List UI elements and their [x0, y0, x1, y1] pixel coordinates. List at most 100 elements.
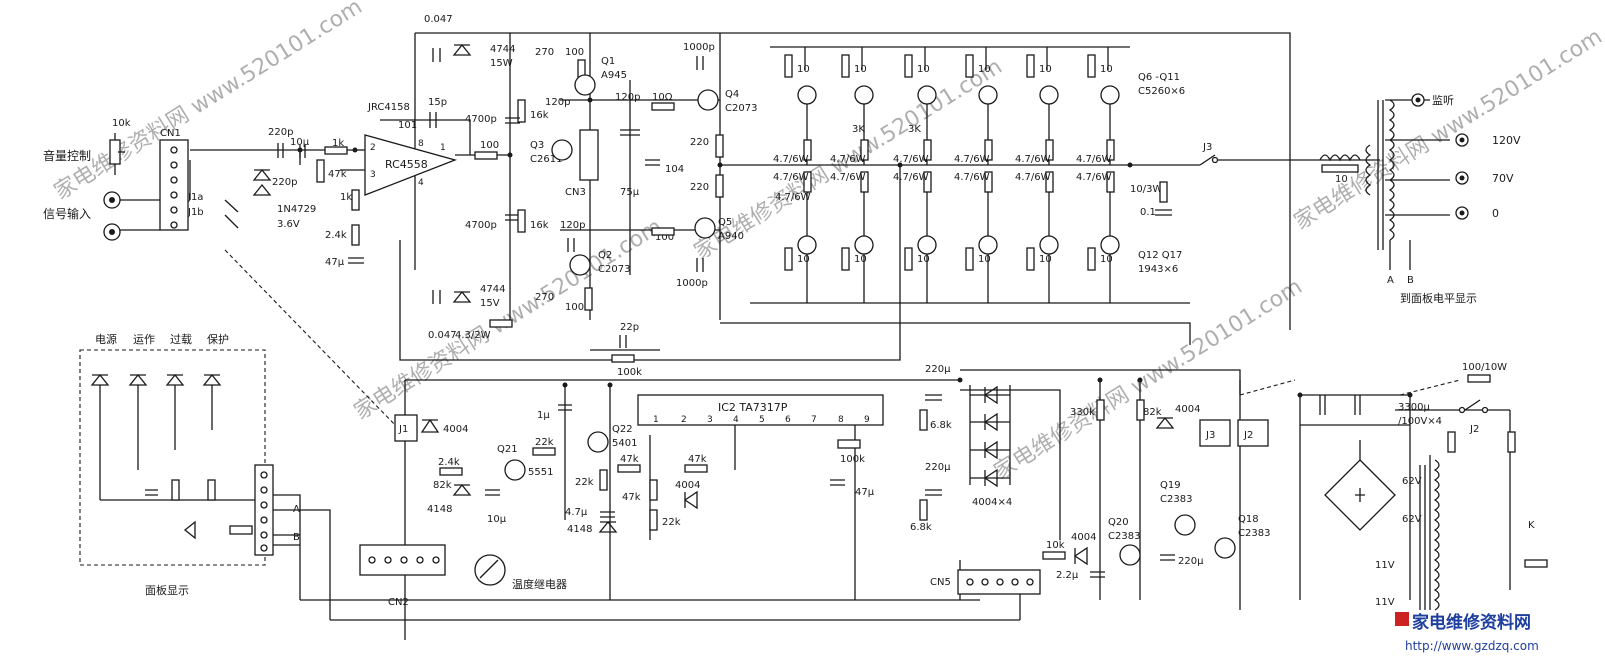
transistor-q19-icon — [1174, 514, 1196, 536]
label-ic2: IC2 TA7317P — [718, 401, 788, 414]
diode-4148-a-icon — [452, 483, 472, 496]
label-q22-type: 5401 — [612, 438, 637, 449]
panel-connector — [254, 464, 274, 556]
label-r270-bot: 270 — [535, 292, 554, 303]
label-j3-top: J3 — [1202, 142, 1212, 153]
label-c4700p-a: 4700p — [465, 114, 497, 125]
connector-cn1 — [159, 139, 189, 231]
brand-logo: 家电维修资料网 http://www.gzdzq.com — [1395, 612, 1539, 653]
label-r330k: 330k — [1070, 407, 1095, 418]
capacitor-47u-in-icon — [348, 257, 364, 264]
label-r47-6w-top: 4.7/6W — [893, 154, 929, 165]
label-op-amp: RC4558 — [385, 158, 428, 171]
zener-4744-top-icon — [452, 43, 472, 56]
label-r10-top: 10 — [978, 64, 991, 75]
label-c3300u: 3300μ — [1398, 402, 1430, 413]
label-r1k-a: 1k — [332, 138, 344, 149]
label-cn1: CN1 — [160, 128, 181, 139]
label-c5260: C5260×6 — [1138, 86, 1185, 97]
transistor-q1-icon — [574, 74, 596, 96]
label-r10-3w: 10/3W — [1130, 184, 1162, 195]
label-c120p-a: 120p — [545, 97, 570, 108]
label-r16k-b: 16k — [530, 220, 549, 231]
label-r47-6w-top: 4.7/6W — [830, 154, 866, 165]
label-120v: 120V — [1492, 134, 1521, 147]
label-r47-6w-top: 4.7/6W — [954, 154, 990, 165]
label-r22k-b: 22k — [575, 477, 594, 488]
label-d4148-a: 4148 — [427, 504, 452, 515]
zener-1n4729-icon — [252, 168, 272, 196]
capacitor-0047-top-icon — [432, 48, 441, 62]
label-r100-10w: 100/10W — [1462, 362, 1507, 373]
brand-name: 家电维修资料网 — [1412, 612, 1531, 633]
transistor-npn-icon — [917, 85, 937, 105]
capacitor-22p-icon — [619, 335, 627, 348]
resistor-220-b — [715, 174, 724, 198]
label-panel-display: 面板显示 — [145, 583, 189, 597]
label-c220p-in: 220p — [268, 127, 293, 138]
thermal-relay-icon — [474, 554, 506, 586]
label-c47u-in: 47μ — [325, 257, 345, 268]
label-q2-type: C2073 — [598, 264, 630, 275]
label-c0047-top: 0.047 — [424, 14, 453, 25]
label-c220u-c: 220μ — [1178, 556, 1204, 567]
relay-j2-contact-icon — [1464, 399, 1481, 411]
label-a: A — [1387, 275, 1394, 286]
ic2-pin-label: 4 — [733, 415, 739, 425]
resistor-100-op — [474, 151, 498, 160]
label-r100k-fb: 100k — [617, 367, 642, 378]
watermark: 家电维修资料网 www.520101.com — [1290, 24, 1605, 235]
label-r22k-a: 22k — [535, 437, 554, 448]
transistor-npn-icon — [978, 85, 998, 105]
ic2-pin-label: 3 — [707, 415, 713, 425]
relay-j3 — [1199, 419, 1231, 447]
label-r47-6w-bottom: 4.7/6W — [773, 172, 809, 183]
transistor-q20-icon — [1119, 544, 1141, 566]
resistor-10-bottom — [1087, 247, 1096, 271]
transistor-q18-icon — [1214, 537, 1236, 559]
label-r100-bot: 100 — [565, 302, 584, 313]
transistor-pnp-icon — [797, 235, 817, 255]
label-bridge-note: 4004×4 — [972, 497, 1012, 508]
transistor-q22-icon — [587, 431, 609, 453]
label-pin2: 2 — [370, 143, 376, 153]
label-c47u-ic: 47μ — [855, 487, 875, 498]
label-r100k-ic: 100k — [840, 454, 865, 465]
resistor-4-7-6w-top — [923, 139, 932, 161]
label-panel-a: A — [293, 504, 300, 515]
fuse-a-icon — [1447, 431, 1456, 453]
resistor-220-a — [715, 134, 724, 158]
power-supply: 100/10W 3300μ /100V×4 J2 62V 62V 11V 11V… — [1319, 362, 1548, 611]
label-r2-4k-b: 2.4k — [438, 457, 460, 468]
transistor-q2-icon — [569, 254, 591, 276]
label-dz4744-bot: 4744 — [480, 284, 505, 295]
capacitor-220p-in-icon — [277, 143, 284, 158]
label-r10-coil: 10 — [1335, 174, 1348, 185]
label-r10-bottom: 10 — [854, 254, 867, 265]
label-c104: 104 — [665, 164, 684, 175]
resistor-10-top — [904, 54, 913, 78]
label-to-panel: 到面板电平显示 — [1400, 291, 1477, 305]
driver-stage: 0.047 4744 15W 270 100 Q1 A945 16k 120p … — [424, 14, 757, 341]
output-transformer-section: J3 10 监听 120V 70V 0 A B 到面板电平显示 — [1199, 93, 1521, 305]
watermark: 家电维修资料网 www.520101.com — [990, 274, 1307, 485]
label-r10k-b: 10k — [1046, 540, 1065, 551]
label-power: 电源 — [95, 332, 117, 346]
label-r47-6w-top: 4.7/6W — [773, 154, 809, 165]
label-j1a: J1a — [187, 192, 203, 203]
label-d4004-j1: 4004 — [443, 424, 468, 435]
resistor-16k-a — [517, 99, 526, 123]
label-r10-bottom: 10 — [797, 254, 810, 265]
transformer-primary-icon — [1365, 144, 1372, 196]
label-j2: J2 — [1243, 430, 1253, 441]
label-q18: Q18 — [1238, 514, 1259, 525]
label-pot-10k: 10k — [112, 118, 131, 129]
label-c22p: 22p — [620, 322, 639, 333]
ic2-pin-label: 2 — [681, 415, 687, 425]
label-k: K — [1528, 520, 1535, 531]
label-dz4744-top: 4744 — [490, 44, 515, 55]
label-q4: Q4 — [725, 89, 739, 100]
label-r16k-a: 16k — [530, 110, 549, 121]
label-r220-a: 220 — [690, 137, 709, 148]
label-op-101: 101 — [398, 120, 417, 131]
